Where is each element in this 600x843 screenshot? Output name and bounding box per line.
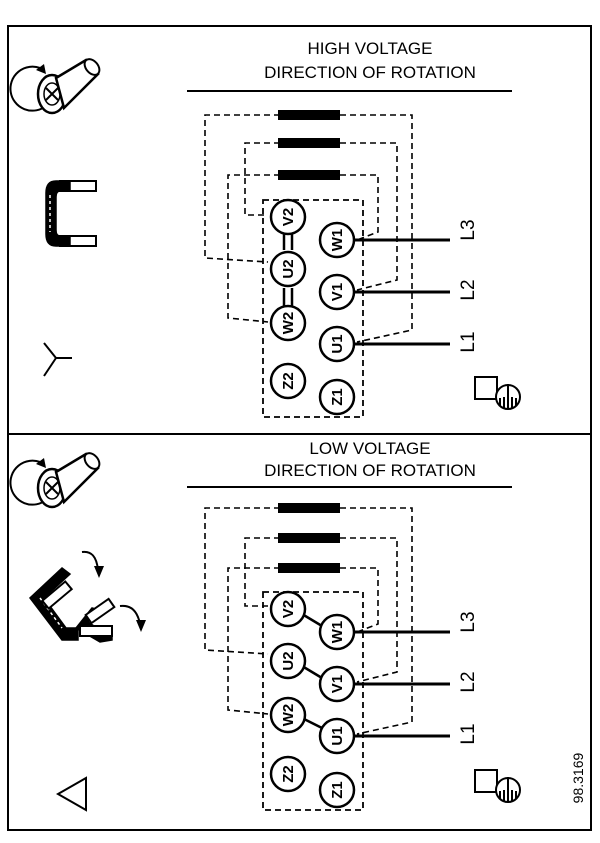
terminal-V1: V1 [318, 665, 356, 703]
panel-low-voltage: LOW VOLTAGE DIRECTION OF ROTATION [9, 439, 586, 812]
terminal-U1: U1 [318, 717, 356, 755]
winding-connections [204, 114, 413, 343]
svg-text:W1: W1 [329, 621, 346, 644]
svg-text:Z2: Z2 [280, 765, 297, 783]
terminal-V2: V2 [269, 198, 307, 236]
svg-text:V1: V1 [329, 675, 346, 693]
svg-text:U1: U1 [329, 334, 346, 353]
delta-symbol-icon [55, 776, 87, 812]
terminal-Z1: Z1 [318, 771, 356, 809]
line-label-L2: L2 [458, 279, 479, 300]
line-label-L1: L1 [458, 331, 479, 352]
terminal-Z2: Z2 [269, 755, 307, 793]
terminal-W1: W1 [318, 613, 356, 651]
supply-lines [354, 630, 450, 738]
terminal-V1: V1 [318, 273, 356, 311]
panel-title-line2: DIRECTION OF ROTATION [264, 461, 476, 480]
terminal-W2: W2 [269, 304, 307, 342]
svg-text:W1: W1 [329, 229, 346, 252]
supply-lines [354, 238, 450, 346]
bridge-link-icon [45, 180, 97, 247]
star-symbol-icon [43, 342, 72, 377]
winding-connections [204, 507, 413, 735]
panel-high-voltage: HIGH VOLTAGE DIRECTION OF ROTATION [9, 39, 521, 418]
bridge-link-icon [28, 550, 146, 643]
ground-symbol-icon [474, 769, 521, 803]
line-label-L1: L1 [458, 723, 479, 744]
terminal-U2: U2 [269, 642, 307, 680]
line-label-L2: L2 [458, 671, 479, 692]
document-number: 98.3169 [570, 752, 586, 803]
rotation-knob-icon [9, 58, 101, 115]
terminal-box [262, 199, 364, 418]
terminal-box [262, 591, 364, 811]
svg-text:U1: U1 [329, 726, 346, 745]
svg-text:U2: U2 [280, 651, 297, 670]
terminal-Z1: Z1 [318, 378, 356, 416]
panel-title-line1: HIGH VOLTAGE [307, 39, 432, 58]
svg-text:U2: U2 [280, 259, 297, 278]
coil-bars [278, 503, 340, 573]
line-label-L3: L3 [458, 611, 479, 632]
terminal-W2: W2 [269, 696, 307, 734]
terminal-Z2: Z2 [269, 362, 307, 400]
panel-title-line2: DIRECTION OF ROTATION [264, 63, 476, 82]
svg-text:V2: V2 [280, 208, 297, 226]
svg-text:Z2: Z2 [280, 372, 297, 390]
panel-title-line1: LOW VOLTAGE [309, 439, 430, 458]
svg-text:W2: W2 [280, 312, 297, 335]
terminal-U1: U1 [318, 325, 356, 363]
svg-text:V2: V2 [280, 600, 297, 618]
outer-frame [7, 25, 592, 831]
svg-text:Z1: Z1 [329, 388, 346, 406]
line-label-L3: L3 [458, 219, 479, 240]
coil-bars [278, 110, 340, 180]
ground-symbol-icon [474, 376, 521, 410]
svg-text:W2: W2 [280, 704, 297, 727]
terminal-U2: U2 [269, 250, 307, 288]
rotation-knob-icon [9, 452, 101, 509]
svg-text:Z1: Z1 [329, 781, 346, 799]
terminal-V2: V2 [269, 590, 307, 628]
star-bridge [282, 232, 294, 306]
terminal-W1: W1 [318, 221, 356, 259]
svg-text:V1: V1 [329, 283, 346, 301]
